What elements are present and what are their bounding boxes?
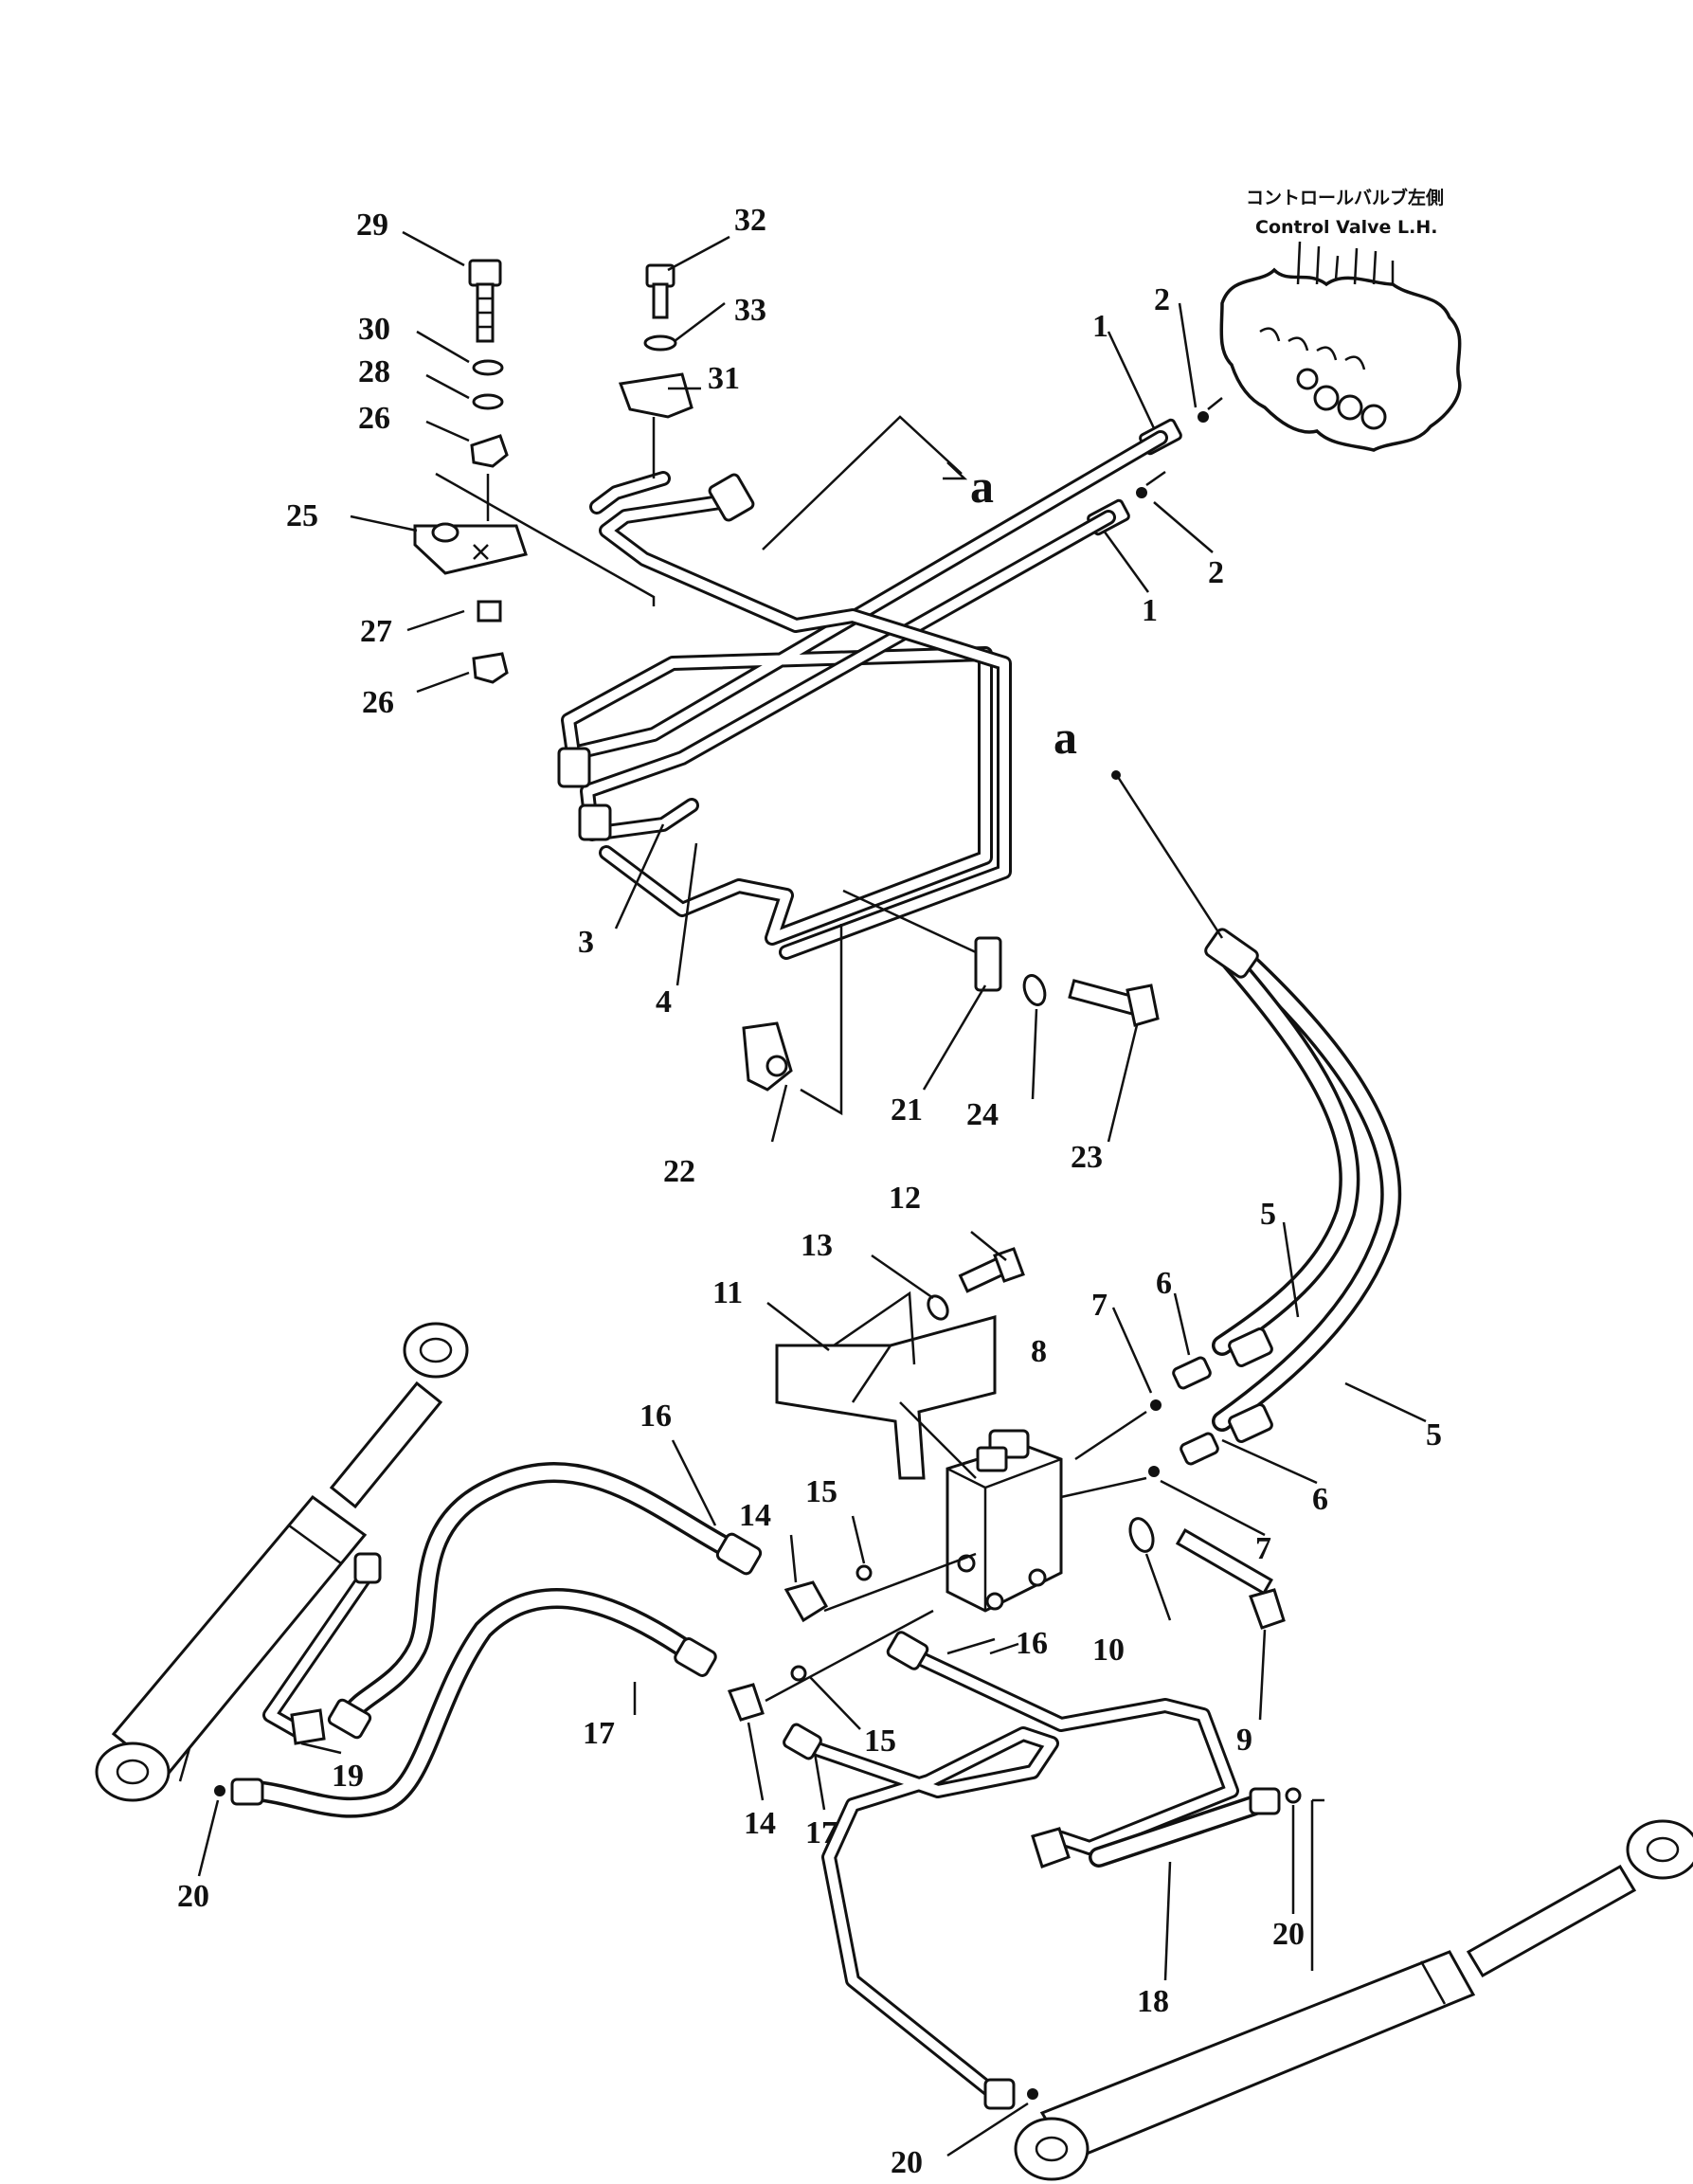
part-label: 2 [1154,282,1170,317]
part-label: 28 [358,354,390,389]
hose-18 [1031,1787,1302,1868]
part-label: 23 [1071,1140,1103,1175]
bolt-9-washer-10 [1128,1517,1286,1630]
cylinder-right [1014,1798,1693,2181]
view-callout-a-lower: a [1054,711,1077,764]
part-label: 20 [891,2145,923,2180]
part-label: 32 [734,203,766,238]
part-label: 33 [734,293,766,328]
part-number-labels: 29 32 30 33 28 31 26 25 27 26 1 2 1 2 3 … [177,203,1442,2180]
part-label: 8 [1031,1334,1047,1369]
part-label: 2 [1208,555,1224,590]
part-label: 18 [1137,1984,1169,2019]
part-label: 20 [1272,1917,1305,1952]
part-label: 22 [663,1154,695,1189]
mount-stack-25-30 [413,259,656,684]
pipes-right-16-17 [783,1631,1239,2110]
elbows-14 [727,1552,977,1722]
part-label: 21 [891,1092,923,1128]
leader-lines [197,230,1427,2157]
part-label: 16 [639,1399,672,1434]
part-label: 9 [1236,1723,1252,1758]
hoses-5 [1111,770,1402,1443]
rigid-pipes-3-4 [557,430,1168,960]
part-label: 30 [358,312,390,347]
clips-21-24 [742,889,1160,1116]
part-label: 17 [583,1716,615,1751]
part-label: 24 [966,1097,999,1132]
part-label: 19 [332,1759,364,1794]
part-label: 15 [864,1724,896,1759]
part-label: 7 [1091,1288,1108,1323]
part-label: 29 [356,208,388,243]
part-label: 12 [889,1181,921,1216]
part-label: 6 [1156,1266,1172,1301]
part-label: 4 [656,984,672,1020]
part-label: 3 [578,925,594,960]
clamp-31-bolt-32 [618,263,693,478]
part-label: 1 [1092,309,1108,344]
control-valve-lh [1219,241,1462,452]
part-label: 13 [801,1228,833,1263]
part-label: 16 [1016,1626,1048,1661]
part-label: 27 [360,614,392,649]
part-label: 17 [805,1815,837,1850]
cylinder-left [95,1322,469,1802]
part-label: 20 [177,1879,209,1914]
control-valve-note-jp: コントロールバルブ左側 [1246,187,1444,208]
part-label: 14 [744,1806,776,1841]
hoses-16-17 [230,1462,763,1818]
fittings-6-7 [1148,1356,1219,1477]
part-label: 15 [805,1474,837,1509]
valve-8-bracket-11 [775,1247,1147,1613]
view-callout-a-upper: a [970,460,994,513]
part-label: 26 [358,401,390,436]
part-label: 5 [1260,1197,1276,1232]
part-label: 1 [1142,593,1158,628]
control-valve-note-en: Control Valve L.H. [1255,217,1438,238]
part-label: 7 [1255,1531,1271,1566]
part-label: 11 [712,1275,743,1310]
part-label: 31 [708,361,740,396]
view-a-leader [762,415,963,551]
part-label: 10 [1092,1633,1125,1668]
part-label: 5 [1426,1417,1442,1453]
part-label: 6 [1312,1482,1328,1517]
part-label: 14 [739,1498,771,1533]
part-label: 25 [286,498,318,533]
part-label: 26 [362,685,394,720]
